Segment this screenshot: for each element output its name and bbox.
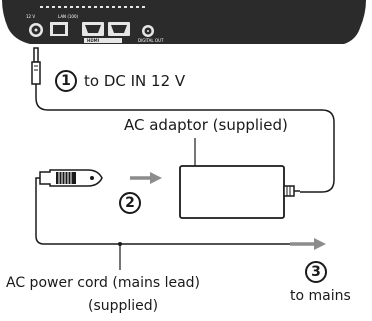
lan-label: LAN (100): [58, 14, 79, 19]
adaptor-cable-strain-relief: [283, 185, 300, 197]
dc-cable: [35, 84, 335, 193]
ac-cord-connector: [39, 169, 103, 187]
arrow-to-mains: [290, 238, 326, 250]
hdmi-port-2: [108, 22, 130, 36]
ac-adaptor-label: AC adaptor (supplied): [124, 116, 288, 134]
digital-out-port: [142, 25, 154, 37]
vent-dots: [40, 6, 145, 8]
hdmi-port-1: [82, 22, 104, 36]
ac-power-cord-label-line1: AC power cord (mains lead): [6, 275, 201, 291]
digital-out-label: DIGITAL OUT: [138, 38, 164, 43]
step-2-badge: 2: [119, 192, 141, 214]
dc-in-label: 12 V: [26, 14, 35, 19]
dc-in-port: [29, 23, 43, 37]
ac-adaptor-box: [179, 165, 285, 219]
hdmi-logo-plate: [84, 38, 122, 43]
cord-leader-dot: [118, 242, 122, 246]
hdmi-logo: HDMI: [87, 38, 100, 43]
player-rear-panel: 12 V LAN (100) HDMI DIGITAL OUT: [2, 0, 366, 44]
arrow-to-adaptor: [130, 172, 162, 184]
step-3-badge: 3: [305, 261, 327, 283]
lan-port: [50, 22, 68, 36]
ac-power-cord-label-line2: (supplied): [88, 298, 159, 314]
dc-plug: [31, 47, 41, 85]
ac-power-cord: [35, 177, 290, 245]
step-3-label: to mains: [290, 288, 351, 304]
step-1-badge: 1: [55, 70, 77, 92]
step-1-label: to DC IN 12 V: [84, 72, 186, 90]
